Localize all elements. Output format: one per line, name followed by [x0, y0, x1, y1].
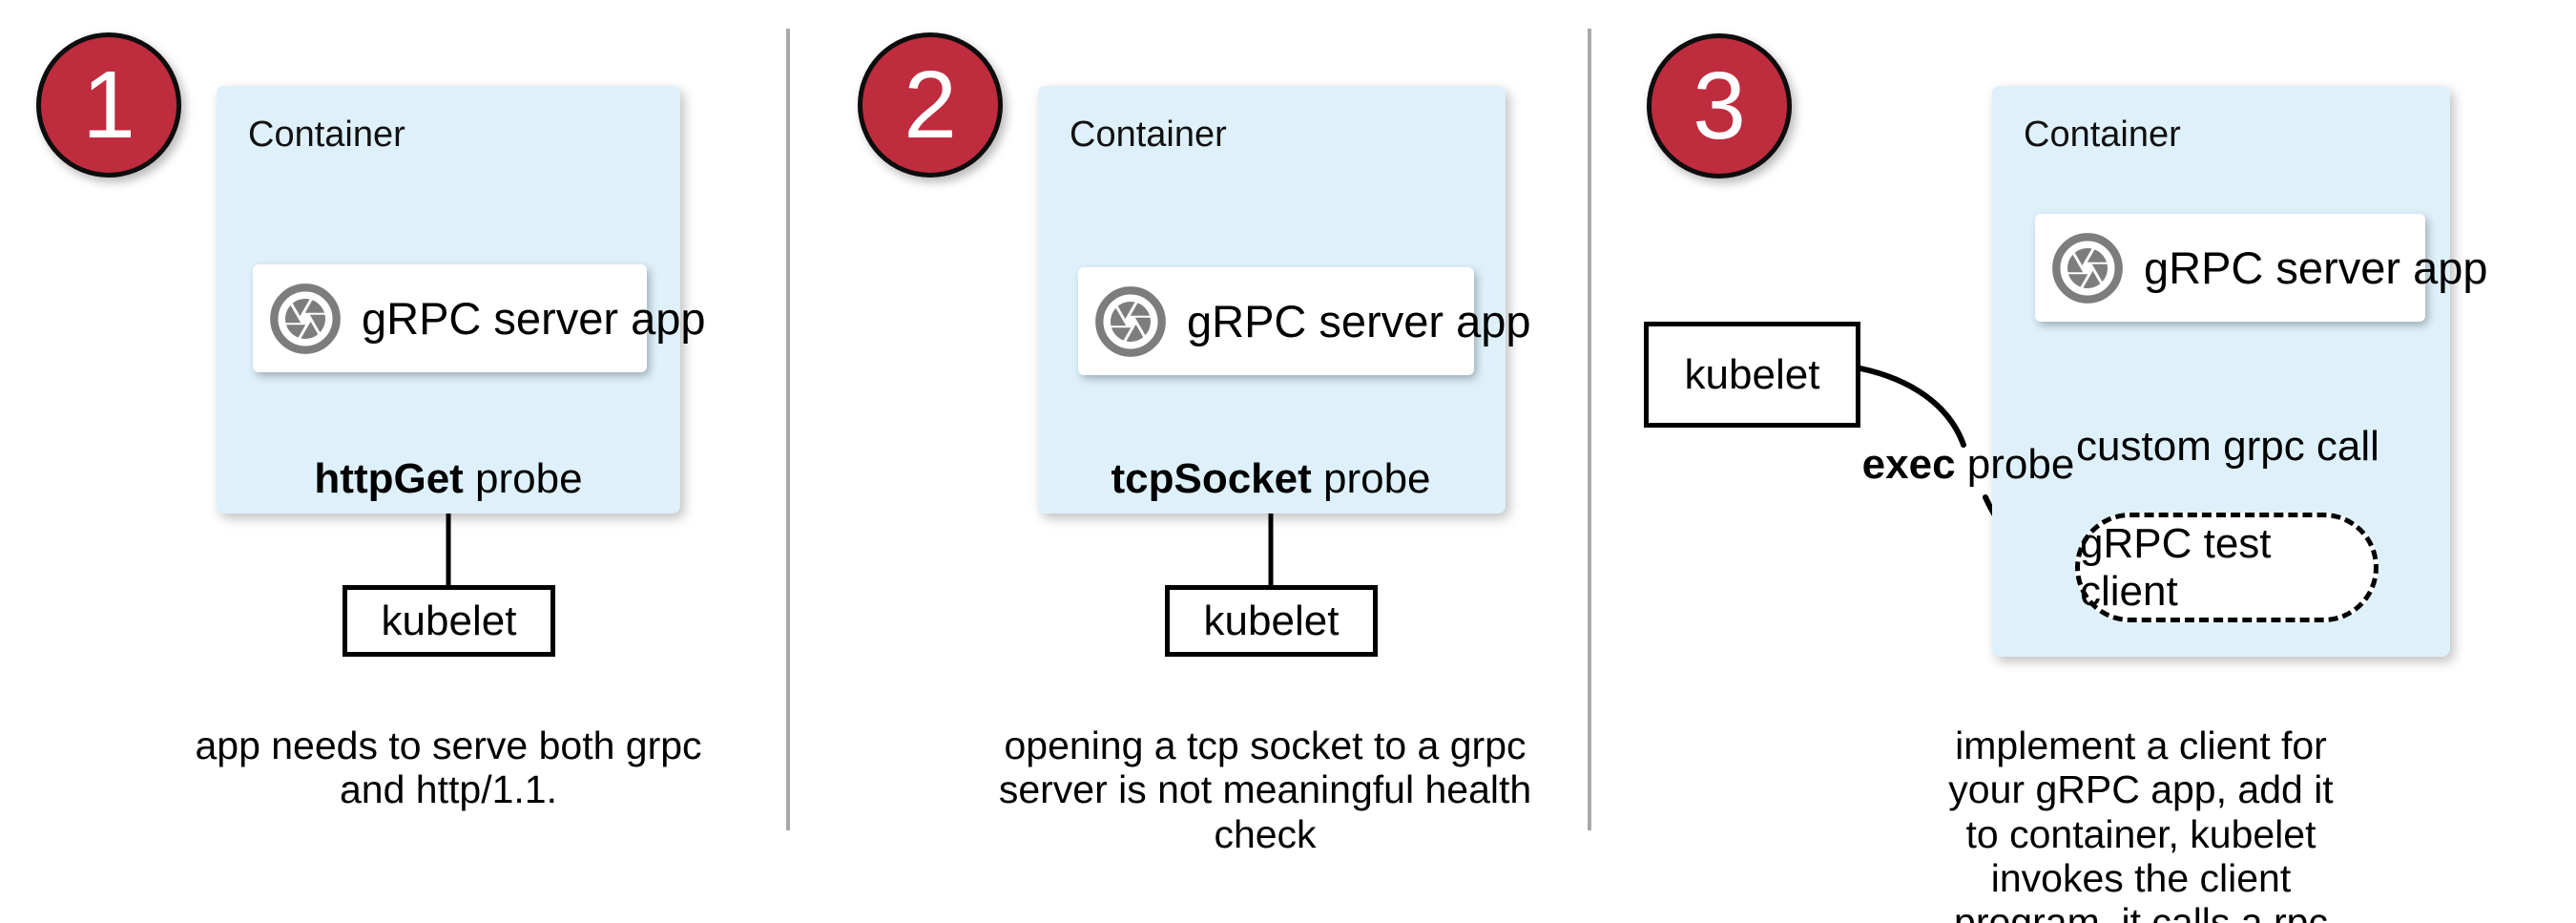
aperture-icon	[2052, 232, 2123, 304]
grpc-server-app-node-panel2: gRPC server app	[1078, 267, 1531, 375]
caption-panel2: opening a tcp socket to a grpc server is…	[998, 724, 1532, 856]
container-label: Container	[1070, 115, 1227, 155]
grpc-server-app-label: gRPC server app	[362, 293, 706, 344]
probe-type: httpGet	[314, 455, 464, 502]
step-number: 1	[82, 51, 135, 158]
grpc-test-client-label: gRPC test client	[2080, 519, 2272, 615]
panel-divider-1	[786, 29, 790, 830]
step-badge-1: 1	[36, 32, 181, 178]
probe-label-panel3: exec probe	[1861, 441, 2075, 488]
probe-type: tcpSocket	[1111, 455, 1312, 502]
kubelet-label: kubelet	[1684, 350, 1820, 398]
probe-label-panel1: httpGet probe	[314, 455, 583, 502]
container-label: Container	[248, 115, 405, 155]
grpc-test-client-node: gRPC test client	[2075, 513, 2379, 622]
step-number: 2	[904, 51, 957, 158]
kubelet-node-panel1: kubelet	[343, 585, 555, 657]
step-number: 3	[1693, 52, 1746, 159]
exec-curve-upper	[1858, 366, 1966, 448]
caption-panel3: implement a client for your gRPC app, ad…	[1948, 724, 2334, 923]
grpc-server-app-node-panel1: gRPC server app	[253, 264, 706, 372]
step-badge-2: 2	[858, 32, 1003, 178]
probe-type: exec	[1861, 441, 1956, 488]
probe-label-panel2: tcpSocket probe	[1111, 455, 1431, 502]
kubelet-node-panel3: kubelet	[1644, 322, 1860, 428]
grpc-server-app-label: gRPC server app	[2144, 242, 2488, 293]
grpc-server-app-label: gRPC server app	[1187, 296, 1531, 346]
aperture-icon	[1095, 285, 1166, 357]
container-label: Container	[2024, 115, 2181, 155]
aperture-icon	[270, 283, 341, 354]
kubelet-label: kubelet	[381, 597, 517, 644]
panel-divider-2	[1588, 29, 1591, 830]
step-badge-3: 3	[1647, 33, 1792, 178]
grpc-server-app-node-panel3: gRPC server app	[2035, 214, 2488, 322]
custom-grpc-call-label: custom grpc call	[2076, 423, 2379, 470]
kubelet-node-panel2: kubelet	[1165, 585, 1378, 657]
kubelet-label: kubelet	[1203, 597, 1340, 644]
caption-panel1: app needs to serve both grpc and http/1.…	[195, 724, 702, 812]
